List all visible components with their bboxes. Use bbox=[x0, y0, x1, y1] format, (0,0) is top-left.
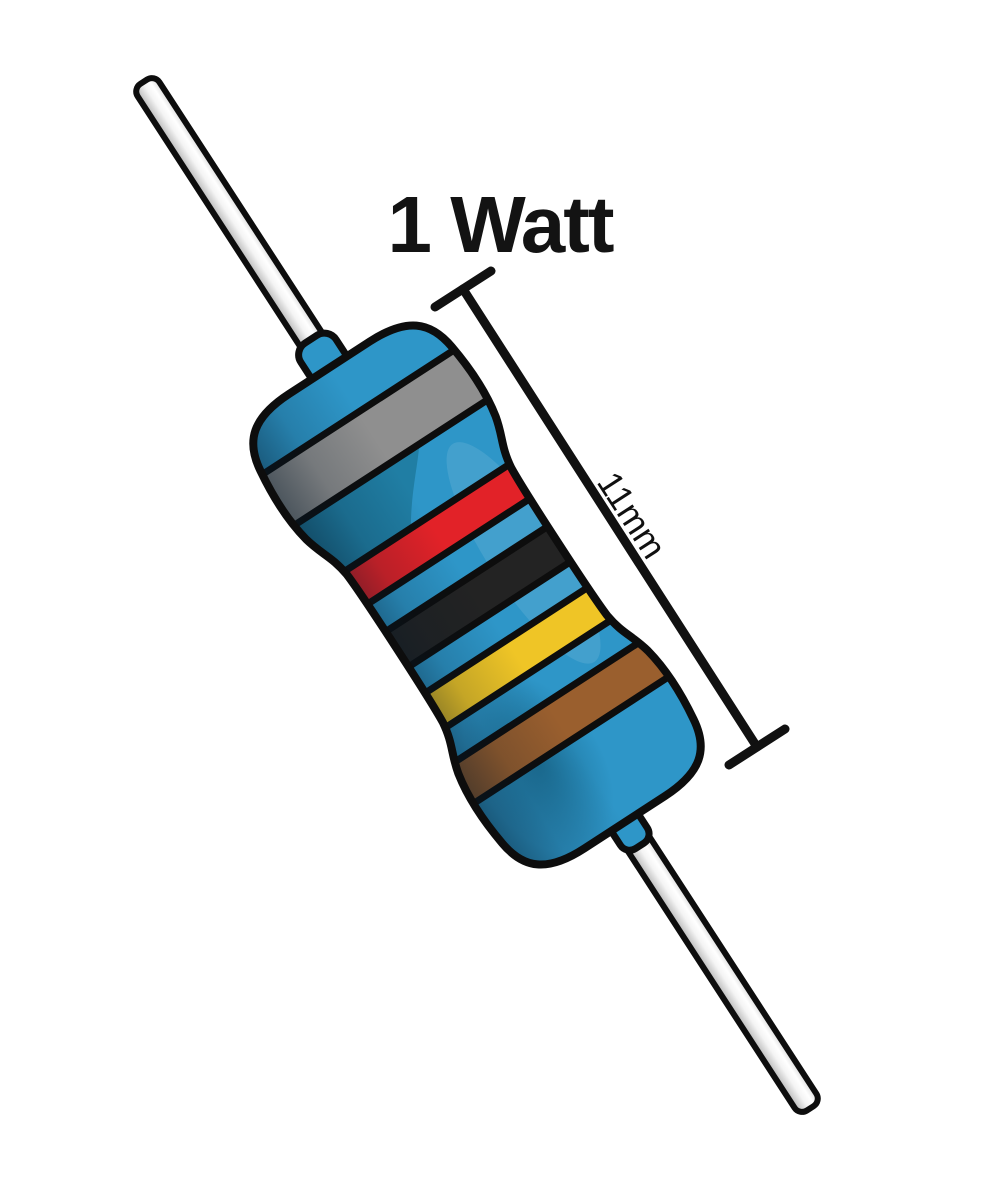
dimension-tick-bottom bbox=[724, 724, 790, 770]
resistor-body-outline bbox=[249, 321, 705, 869]
lead-wire-bottom bbox=[607, 804, 821, 1115]
dimension-tick-top bbox=[430, 266, 496, 312]
dimension-line bbox=[458, 284, 762, 752]
power-rating-label: 1 Watt bbox=[387, 180, 613, 269]
body-bottom-shade bbox=[231, 304, 723, 886]
dimension-label: 11mm bbox=[589, 465, 673, 566]
dimension-indicator bbox=[430, 266, 790, 770]
